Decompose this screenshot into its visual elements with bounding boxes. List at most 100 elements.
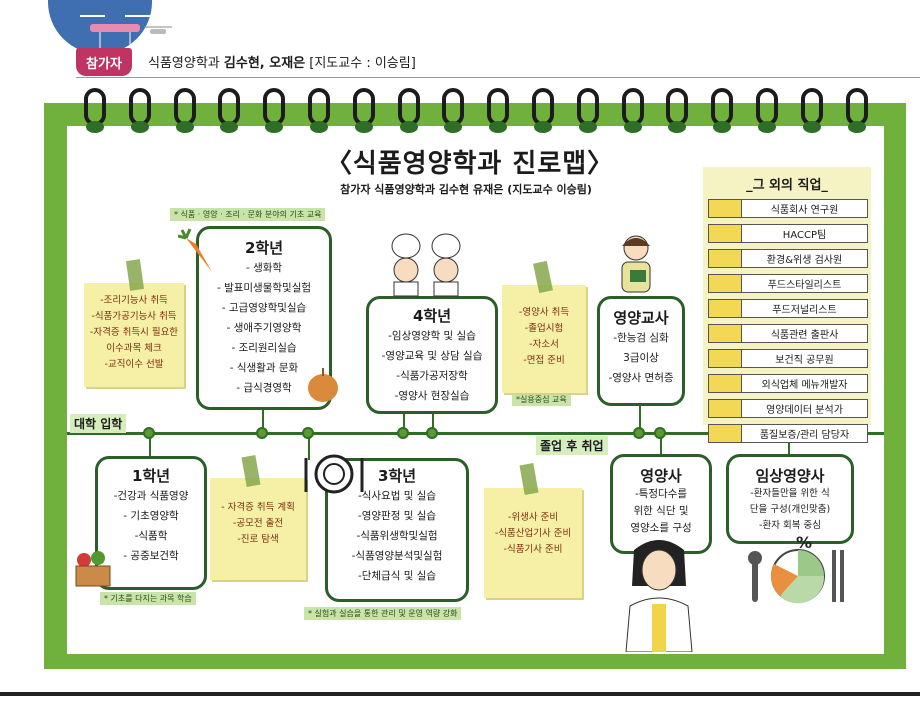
list-item: -식품학 bbox=[134, 530, 168, 542]
job-item: 환경&위생 검사원 bbox=[708, 249, 868, 268]
career-teacher-title: 영양교사 bbox=[613, 309, 669, 327]
job-item: 외식업체 메뉴개발자 bbox=[708, 374, 868, 393]
year4-title: 4학년 bbox=[412, 307, 452, 325]
onion-icon bbox=[308, 368, 338, 402]
job-marker bbox=[709, 300, 742, 317]
connector bbox=[308, 432, 310, 460]
spiral-hole bbox=[847, 121, 866, 133]
job-item: 푸드저널리스트 bbox=[708, 299, 868, 318]
header-dept: 식품영양학과 bbox=[148, 56, 224, 71]
connector bbox=[639, 398, 641, 434]
spiral-hole bbox=[175, 121, 194, 133]
spiral-hole bbox=[354, 121, 373, 133]
header-names: 김수현, 오재은 bbox=[223, 56, 306, 71]
page-title: 〈식품영양학과 진로맵〉 bbox=[325, 149, 615, 179]
timeline-grad-label: 졸업 후 취업 bbox=[536, 436, 608, 455]
job-marker bbox=[709, 250, 742, 267]
list-item: - 식생활과 문화 bbox=[229, 362, 299, 374]
list-item: -식품영양분석및실험 bbox=[351, 550, 443, 562]
list-item: - 공중보건학 bbox=[123, 550, 179, 562]
list-item: -자격증 취득시 필요한 bbox=[89, 327, 179, 338]
job-item: 식품회사 연구원 bbox=[708, 199, 868, 218]
job-label: 외식업체 메뉴개발자 bbox=[761, 380, 848, 391]
spiral-hole bbox=[489, 121, 508, 133]
list-item: -자소서 bbox=[529, 339, 559, 350]
drone-small-icon bbox=[144, 26, 172, 34]
connector bbox=[788, 432, 790, 456]
job-item: 푸드스타일리스트 bbox=[708, 274, 868, 293]
list-item: - 자격증 취득 계획 bbox=[221, 502, 295, 513]
job-marker bbox=[709, 200, 742, 217]
spiral-hole bbox=[130, 121, 149, 133]
spiral-hole bbox=[713, 121, 732, 133]
connector bbox=[432, 406, 434, 434]
timeline-dot bbox=[426, 427, 438, 439]
job-label: 보건직 공무원 bbox=[775, 355, 834, 366]
list-item: 영양소를 구성 bbox=[630, 522, 692, 534]
list-item: - 급식경영학 bbox=[236, 382, 292, 394]
job-marker bbox=[709, 225, 742, 242]
job-item: 식품관련 출판사 bbox=[708, 324, 868, 343]
job-marker bbox=[709, 425, 742, 442]
job-marker bbox=[709, 275, 742, 292]
list-item: -위생사 준비 bbox=[507, 512, 559, 523]
list-item: - 발표미생물학및실험 bbox=[216, 282, 312, 294]
connector bbox=[660, 432, 662, 458]
spiral-hole bbox=[86, 121, 104, 133]
list-item: -영양판정 및 실습 bbox=[357, 510, 437, 522]
timeline-dot bbox=[302, 427, 314, 439]
year3-title: 3학년 bbox=[377, 467, 417, 485]
other-jobs-title: _그 외의 직업_ bbox=[746, 178, 828, 193]
timeline-entry-label: 대학 입학 bbox=[70, 414, 127, 433]
list-item: -교직이수 선발 bbox=[104, 359, 164, 370]
job-item: HACCP팀 bbox=[708, 224, 868, 243]
page-subtitle: 참가자 식품영양학과 김수현 유재은 (지도교수 이승림) bbox=[340, 183, 592, 196]
timeline-line bbox=[67, 432, 884, 435]
note-year3: * 실험과 실습을 통한 관리 및 운영 역량 강화 bbox=[304, 607, 462, 620]
list-item: -졸업시험 bbox=[524, 323, 564, 334]
list-item: -진로 탐색 bbox=[237, 534, 279, 545]
carrot-icon bbox=[178, 228, 212, 272]
job-label: 식품회사 연구원 bbox=[770, 205, 839, 216]
job-item: 영양데이터 분석가 bbox=[708, 399, 868, 418]
timeline-dot bbox=[633, 427, 645, 439]
career-clinical-title: 임상영양사 bbox=[755, 467, 825, 485]
list-item: -영양사 면허증 bbox=[608, 372, 674, 384]
dietitian-icon bbox=[625, 540, 693, 652]
spiral-hole bbox=[623, 121, 642, 133]
list-item: 이수과목 체크 bbox=[106, 343, 162, 354]
list-item: -건강과 식품영양 bbox=[113, 490, 189, 502]
list-item: - 생화학 bbox=[245, 262, 283, 274]
list-item: - 고급영양학및실습 bbox=[221, 302, 307, 314]
sticky-note-3: - 자격증 취득 계획-공모전 출전-진로 탐색 bbox=[210, 478, 306, 580]
pie-plate-icon: % bbox=[748, 534, 844, 604]
year1-box: 1학년 -건강과 식품영양- 기초영양학-식품학- 공중보건학 bbox=[95, 456, 207, 590]
connector bbox=[149, 432, 151, 456]
year3-list: -식사요법 및 실습-영양판정 및 실습-식품위생학및실험-식품영양분석및실험-… bbox=[328, 486, 466, 586]
year4-list: -임상영양학 및 실습-영양교육 및 상담 실습-식품가공저장학-영양사 현장실… bbox=[369, 326, 495, 406]
job-label: 식품관련 출판사 bbox=[770, 330, 839, 341]
sticky-note-4: -위생사 준비-식품산업기사 준비-식품기사 준비 bbox=[484, 488, 582, 598]
header-advisor: [지도교수 : 이승림] bbox=[305, 56, 416, 71]
list-item: - 생애주기영양학 bbox=[226, 322, 302, 334]
job-label: 환경&위생 검사원 bbox=[766, 255, 843, 266]
list-item: -면접 준비 bbox=[523, 355, 565, 366]
connector bbox=[403, 406, 405, 434]
list-item: -환자들만을 위한 식 bbox=[750, 488, 830, 499]
list-item: -한능검 심화 bbox=[613, 332, 669, 344]
note-year2: * 식품 · 영양 · 조리 · 문화 분야의 기초 교육 bbox=[170, 208, 326, 221]
job-label: 푸드스타일리스트 bbox=[767, 280, 842, 291]
year2-list: - 생화학- 발표미생물학및실험- 고급영양학및실습- 생애주기영양학- 조리원… bbox=[199, 258, 329, 398]
list-item: -영양교육 및 상담 실습 bbox=[381, 350, 483, 362]
career-dietitian-title: 영양사 bbox=[640, 467, 682, 485]
spiral-hole bbox=[802, 121, 821, 133]
chefs-icon bbox=[391, 233, 461, 297]
list-item: -식품가공저장학 bbox=[396, 370, 468, 382]
note-year1: * 기초를 다지는 과목 학습 bbox=[100, 592, 196, 605]
job-label: 푸드저널리스트 bbox=[772, 305, 837, 316]
